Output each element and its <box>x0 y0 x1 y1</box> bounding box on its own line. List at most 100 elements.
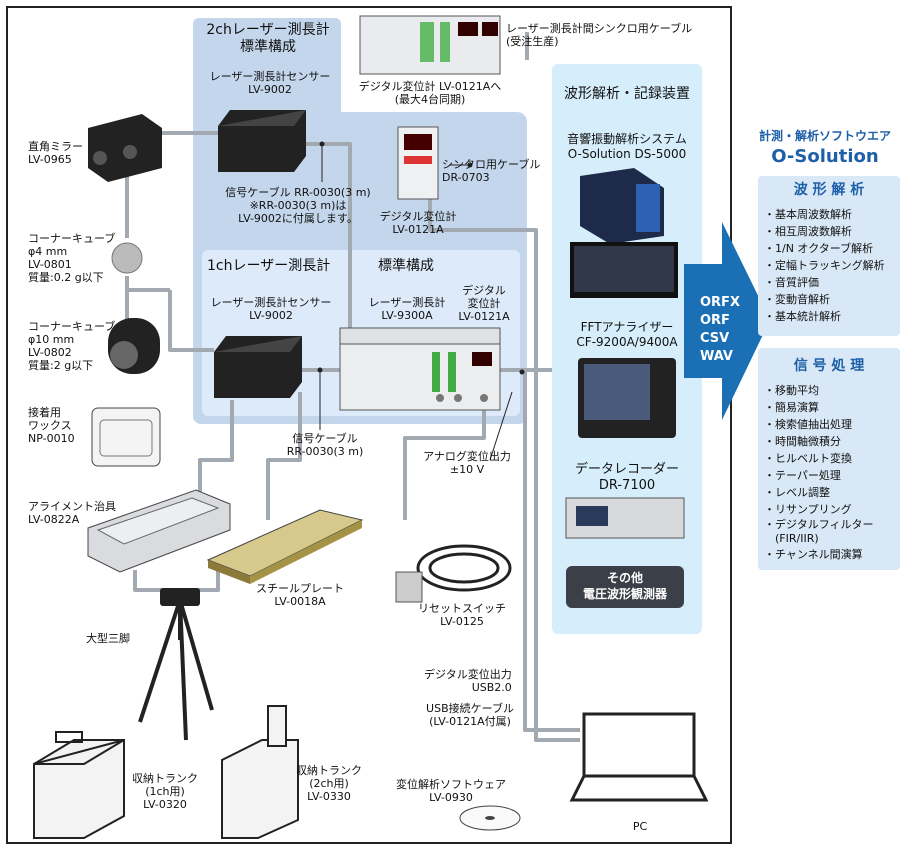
label-other: その他 電圧波形観測器 <box>582 571 667 601</box>
sensor-2ch-device <box>218 110 306 172</box>
node-4 <box>467 162 473 168</box>
title-wave: 波形解析・記録装置 <box>564 86 690 102</box>
title-2ch: 2chレーザー測長計 標準構成 <box>206 22 330 55</box>
wire-dm-right <box>428 198 580 742</box>
wire-meter-to-usb <box>523 370 580 732</box>
digital-meter-2ch-device <box>397 126 439 200</box>
format-csv: CSV <box>700 331 730 346</box>
label-digital-meter-top: デジタル変位計 LV-0121Aへ (最大4台同期) <box>358 80 502 106</box>
processing-item: ・レベル調整 <box>764 486 830 499</box>
reset-switch-device <box>395 544 512 603</box>
export-arrow <box>684 222 770 420</box>
dr7100-device <box>565 497 685 539</box>
label-fft: FFTアナライザー CF-9200A/9400A <box>576 320 678 349</box>
processing-item: ・簡易演算 <box>764 401 819 414</box>
pc-device <box>569 712 709 802</box>
label-digital-meter-1ch: デジタル 変位計 LV-0121A <box>458 284 510 323</box>
wire-analog-out <box>403 410 486 520</box>
software-title-top: 計測・解析ソフトウエア <box>758 129 891 143</box>
wire-sensor2ch-to-meter <box>300 142 352 330</box>
label-analog-out: アナログ変位出力 ±10 V <box>423 450 511 476</box>
node-1 <box>319 141 325 147</box>
label-data-recorder: データレコーダー DR-7100 <box>574 462 679 493</box>
wire-align-tripod <box>133 560 220 592</box>
label-sensor-2ch: レーザー測長計センサー LV-9002 <box>209 70 331 96</box>
analysis-title: 波 形 解 析 <box>793 182 865 198</box>
trunk-2ch-device <box>221 705 299 839</box>
label-meter-1ch: レーザー測長計 LV-9300A <box>368 296 446 322</box>
analysis-item: ・基本周波数解析 <box>764 208 852 221</box>
label-trunk-2ch: 収納トランク (2ch用) LV-0330 <box>296 764 362 803</box>
processing-list: ・移動平均 ・簡易演算 ・検索値抽出処理 ・時間軸微積分 ・ヒルベルト変換 ・テ… <box>764 382 900 563</box>
format-orf: ORF <box>700 313 730 328</box>
right-mirror-device <box>88 114 162 182</box>
label-pc: PC <box>632 820 648 833</box>
panel-wave <box>552 64 702 634</box>
wax-device <box>91 407 161 467</box>
label-wax: 接着用 ワックス NP-0010 <box>28 406 75 445</box>
label-corner-cube-2: コーナーキューブ φ10 mm LV-0802 質量:2 g以下 <box>28 320 116 372</box>
label-signal-cable-1ch: 信号ケーブル RR-0030(3 m) <box>286 432 364 458</box>
top-digital-rack <box>359 15 501 75</box>
label-trunk-1ch: 収納トランク (1ch用) LV-0320 <box>132 772 198 811</box>
label-software: 変位解析ソフトウェア LV-0930 <box>396 778 506 804</box>
other-box <box>566 566 684 608</box>
processing-item: ・テーパー処理 <box>764 469 841 482</box>
panel-2ch <box>193 18 341 122</box>
trunk-1ch-device <box>33 731 125 839</box>
label-reset-switch: リセットスイッチ LV-0125 <box>418 602 506 628</box>
processing-panel <box>758 348 900 570</box>
tripod-device <box>138 599 214 741</box>
analysis-item: ・相互周波数解析 <box>764 225 852 238</box>
analysis-item: ・変動音解析 <box>764 293 830 306</box>
analysis-item: ・基本統計解析 <box>764 310 841 323</box>
wire-cc-to-sensor1ch <box>168 290 214 352</box>
leader-analog <box>489 391 513 461</box>
wire-1ch-down <box>198 400 234 520</box>
label-tripod: 大型三脚 <box>86 632 130 645</box>
format-orfx: ORFX <box>700 295 740 310</box>
processing-item: ・デジタルフィルター (FIR/IIR) <box>764 518 874 545</box>
software-title-main: O-Solution <box>771 146 879 167</box>
label-sync-cable: シンクロ用ケーブル DR-0703 <box>442 158 541 184</box>
tripod-head <box>160 588 200 606</box>
processing-title: 信 号 処 理 <box>793 358 865 374</box>
label-digital-meter-2ch: デジタル変位計 LV-0121A <box>379 210 457 236</box>
fft-device <box>578 358 676 438</box>
analysis-panel <box>758 176 900 336</box>
monitor-device <box>570 242 678 298</box>
processing-item: ・時間軸微積分 <box>764 435 841 448</box>
outer-frame <box>6 6 732 844</box>
steel-plate-device <box>206 509 364 584</box>
subtitle-1ch: 標準構成 <box>378 258 434 274</box>
cd-device <box>459 805 521 831</box>
label-right-mirror: 直角ミラー LV-0965 <box>28 140 83 166</box>
label-steel-plate: スチールプレート LV-0018A <box>256 582 344 608</box>
label-sensor-1ch: レーザー測長計センサー LV-9002 <box>210 296 332 322</box>
ds5000-device <box>580 168 664 244</box>
analysis-item: ・音質評価 <box>764 276 819 289</box>
sensor-1ch-device <box>214 336 302 398</box>
label-corner-cube-1: コーナーキューブ φ4 mm LV-0801 質量:0.2 g以下 <box>28 232 116 284</box>
label-alignment: アライメント治具 LV-0822A <box>28 500 116 526</box>
analysis-item: ・定幅トラッキング解析 <box>764 259 885 272</box>
analysis-item: ・1/N オクターブ解析 <box>764 242 874 255</box>
analysis-list: ・基本周波数解析 ・相互周波数解析 ・1/N オクターブ解析 ・定幅トラッキング… <box>764 206 900 325</box>
alignment-device <box>87 489 231 573</box>
processing-item: ・リサンプリング <box>764 503 852 516</box>
label-signal-cable-2ch: 信号ケーブル RR-0030(3 m) ※RR-0030(3 m)は LV-90… <box>225 186 371 225</box>
processing-item: ・ヒルベルト変換 <box>764 452 852 465</box>
label-ds5000: 音響振動解析システム O-Solution DS-5000 <box>567 132 687 161</box>
wire-1ch-plate <box>266 392 302 520</box>
label-sync-cable-top: レーザー測長計間シンクロ用ケーブル (受注生産) <box>506 22 693 48</box>
corner-cube-2-device <box>108 318 160 374</box>
format-wav: WAV <box>700 349 733 364</box>
title-1ch: 1chレーザー測長計 <box>207 258 331 274</box>
corner-cube-1-device <box>111 242 143 274</box>
processing-item: ・移動平均 <box>764 384 819 397</box>
node-2 <box>317 367 323 373</box>
label-digital-out: デジタル変位出力 USB2.0 <box>424 668 512 694</box>
processing-item: ・チャンネル間演算 <box>764 548 863 561</box>
node-3 <box>519 369 525 375</box>
